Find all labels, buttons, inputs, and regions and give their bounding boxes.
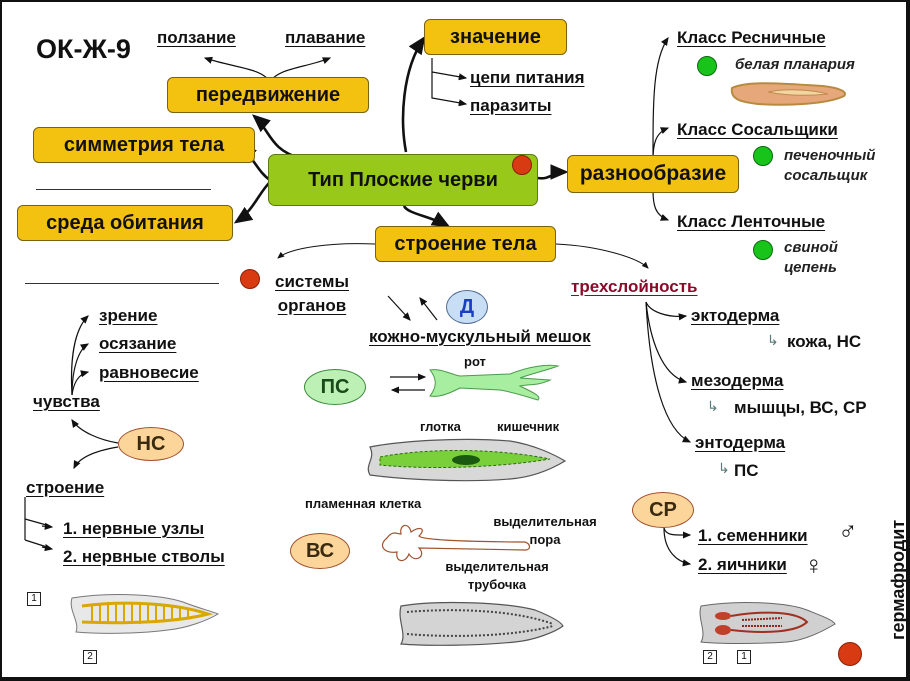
arrow-skin-down bbox=[387, 295, 411, 321]
organ-systems-label: системы органов bbox=[274, 272, 349, 315]
layer-mesoderm: мезодерма bbox=[691, 371, 784, 390]
arrow-center-movement bbox=[252, 114, 301, 160]
significance-food-chains: цепи питания bbox=[470, 68, 585, 87]
center-label: Тип Плоские черви bbox=[308, 168, 498, 191]
node-movement[interactable]: передвижение bbox=[167, 77, 369, 113]
green-marker-icon bbox=[753, 240, 773, 260]
skin-muscle-sac: кожно-мускульный мешок bbox=[369, 327, 591, 346]
arrow-center-diversity bbox=[537, 164, 569, 180]
planaria-digestive-image bbox=[367, 438, 567, 482]
arrow-nerve-structure bbox=[73, 446, 119, 470]
node-significance[interactable]: значение bbox=[424, 19, 567, 55]
arrow-three-layers bbox=[555, 243, 649, 269]
green-marker-icon bbox=[697, 56, 717, 76]
node-habitat[interactable]: среда обитания bbox=[17, 205, 233, 241]
label-flame-cell: пламенная клетка bbox=[305, 496, 422, 511]
red-marker-icon bbox=[838, 642, 862, 666]
planaria-reproductive-image bbox=[699, 602, 836, 644]
arrow-touch bbox=[71, 343, 90, 396]
repro-ovaries: 2. яичники bbox=[698, 555, 787, 574]
example-planaria: белая планария bbox=[735, 56, 855, 73]
label-excretory-tubule: выделительная трубочка bbox=[445, 559, 549, 592]
arrow-testes bbox=[663, 527, 692, 539]
label-excretory-pore: выделительная пора bbox=[493, 514, 597, 547]
arrow-endoderm bbox=[645, 301, 692, 443]
return-arrow-icon: ↳ bbox=[718, 460, 730, 476]
page-code: ОК-Ж-9 bbox=[36, 34, 131, 64]
arrow-center-habitat bbox=[233, 181, 271, 224]
red-marker-icon bbox=[512, 155, 532, 175]
badge-vs: ВС bbox=[290, 533, 350, 569]
arrow-vision bbox=[70, 315, 89, 396]
badge-d: Д bbox=[446, 290, 488, 324]
node-structure[interactable]: строение тела bbox=[375, 226, 556, 262]
arrow-center-structure bbox=[402, 205, 451, 228]
arrow-mesoderm bbox=[645, 301, 688, 384]
label-mouth: рот bbox=[464, 354, 486, 369]
female-symbol-icon: ♀ bbox=[804, 550, 824, 580]
node-diversity[interactable]: разнообразие bbox=[567, 155, 739, 193]
red-marker-icon bbox=[240, 269, 260, 289]
movement-crawling: ползание bbox=[157, 28, 236, 47]
figure-label-2: 2 bbox=[703, 650, 717, 664]
arrow-parasites bbox=[431, 72, 468, 107]
example-liver-fluke: печеночный сосальщик bbox=[784, 147, 876, 184]
label-intestine: кишечник bbox=[497, 419, 560, 434]
three-layers-label: трехслойность bbox=[571, 277, 698, 296]
arrow-senses bbox=[71, 419, 119, 444]
divider-line bbox=[36, 189, 211, 190]
arrow-class-1 bbox=[652, 37, 669, 161]
arrow-class-3 bbox=[652, 189, 670, 221]
planaria-nervous-image bbox=[70, 594, 220, 634]
repro-testes: 1. семенники bbox=[698, 526, 808, 545]
endoderm-gives: ПС bbox=[734, 461, 759, 480]
figure-label-1: 1 bbox=[737, 650, 751, 664]
planaria-excretory-image bbox=[399, 601, 564, 646]
green-marker-icon bbox=[753, 146, 773, 166]
class-trematoda: Класс Сосальщики bbox=[677, 120, 838, 139]
arrow-ectoderm bbox=[645, 301, 688, 321]
layer-ectoderm: эктодерма bbox=[691, 306, 780, 325]
arrow-balance bbox=[71, 370, 90, 396]
planaria-image bbox=[730, 82, 846, 106]
hermaphrodite-label: гермафродит bbox=[888, 519, 908, 640]
nerve-ganglia: 1. нервные узлы bbox=[63, 519, 205, 538]
sense-balance: равновесие bbox=[99, 363, 199, 382]
node-center-flatworms[interactable]: Тип Плоские черви bbox=[268, 154, 538, 206]
flame-cell-image bbox=[382, 524, 531, 562]
significance-parasites: паразиты bbox=[470, 96, 552, 115]
badge-ns: НС bbox=[118, 427, 184, 461]
mesoderm-gives: мышцы, ВС, СР bbox=[734, 398, 867, 417]
badge-sr: СР bbox=[632, 492, 694, 528]
arrow-center-significance bbox=[401, 35, 426, 153]
class-cestoda: Класс Ленточные bbox=[677, 212, 826, 231]
node-symmetry[interactable]: симметрия тела bbox=[33, 127, 255, 163]
layer-endoderm: энтодерма bbox=[695, 433, 786, 452]
bracket-structure bbox=[24, 497, 51, 549]
label-pharynx: глотка bbox=[420, 419, 461, 434]
digestive-system-image bbox=[429, 364, 560, 401]
arrow-ovaries bbox=[663, 527, 692, 567]
badge-ps: ПС bbox=[304, 369, 366, 405]
class-turbellaria: Класс Ресничные bbox=[677, 28, 826, 47]
arrow-skin-up bbox=[419, 297, 438, 321]
example-pork-tapeworm: свиной цепень bbox=[784, 239, 838, 276]
sense-touch: осязание bbox=[99, 334, 177, 353]
return-arrow-icon: ↳ bbox=[707, 398, 719, 414]
movement-swimming: плавание bbox=[285, 28, 366, 47]
arrow-food-chains bbox=[431, 58, 468, 81]
male-symbol-icon: ♂ bbox=[838, 516, 858, 546]
sense-vision: зрение bbox=[99, 306, 158, 325]
ectoderm-gives: кожа, НС bbox=[787, 332, 862, 351]
figure-label-1: 1 bbox=[27, 592, 41, 606]
senses-label: чувства bbox=[33, 392, 100, 411]
return-arrow-icon: ↳ bbox=[767, 332, 779, 348]
nerve-cords: 2. нервные стволы bbox=[63, 547, 225, 566]
arrow-organ-systems bbox=[277, 243, 376, 259]
figure-label-2: 2 bbox=[83, 650, 97, 664]
divider-line bbox=[25, 283, 219, 284]
nerve-structure-label: строение bbox=[26, 478, 105, 497]
